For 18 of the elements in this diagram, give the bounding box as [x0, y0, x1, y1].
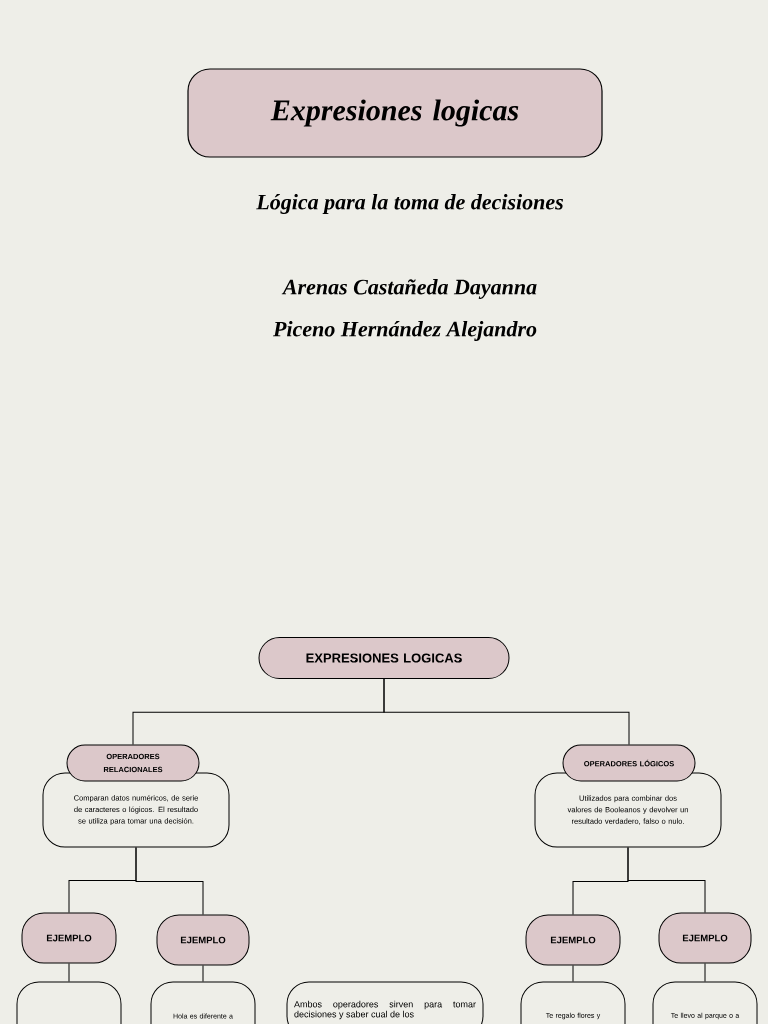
- example-box: [16, 981, 122, 1024]
- example-pill: EJEMPLO: [156, 914, 250, 966]
- subtitle: Lógica para la toma de decisiones: [256, 194, 564, 214]
- summary-box: Ambos operadores sirven para tomar decisiones y saber cual de los: [286, 981, 484, 1024]
- author-name: Piceno Hernández Alejandro: [273, 321, 537, 341]
- author-name: Arenas Castañeda Dayanna: [281, 279, 537, 299]
- connector-line: [135, 847, 204, 915]
- connector-line: [627, 847, 706, 913]
- connector-line: [704, 963, 706, 982]
- example-pill: EJEMPLO: [658, 912, 752, 964]
- example-pill: EJEMPLO: [525, 914, 621, 966]
- example-pill: EJEMPLO: [21, 912, 117, 964]
- title-pill: Expresiones logicas: [187, 68, 603, 158]
- connector-line: [383, 678, 630, 745]
- connector-line: [572, 965, 574, 982]
- connector-line: [68, 963, 70, 982]
- connector-line: [202, 965, 204, 982]
- heading-pill: EXPRESIONES LOGICAS: [258, 637, 510, 679]
